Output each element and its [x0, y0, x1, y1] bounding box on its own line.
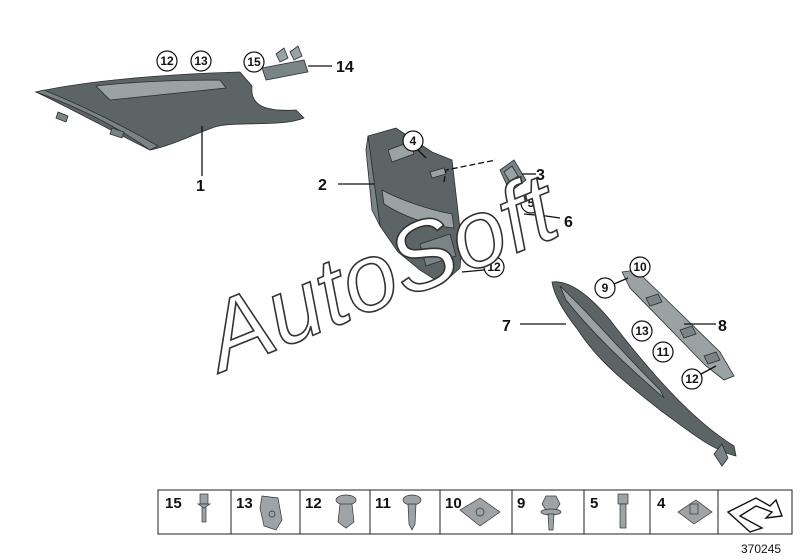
leader-12-mid	[461, 269, 485, 273]
spring-clip-icon	[259, 495, 283, 531]
callout-2: 2	[318, 177, 327, 194]
callout-circle-9	[594, 277, 616, 299]
leader-9	[613, 277, 629, 285]
part-8-bracket-rail	[621, 269, 735, 381]
callout-circle-10	[629, 256, 651, 278]
callout-circle-13-mid	[631, 320, 653, 342]
legend-label-10: 10	[445, 495, 462, 512]
callout-15: 15	[247, 55, 261, 69]
callout-10-diagram: 10	[633, 260, 647, 274]
part-3-cover-cap	[499, 159, 527, 193]
callout-11-diagram: 11	[657, 345, 670, 359]
callout-circle-5	[520, 192, 542, 214]
leader-12-low	[700, 365, 717, 375]
legend-label-9: 9	[517, 495, 525, 512]
callout-12-top: 12	[160, 54, 174, 68]
callout-circle-12-mid	[483, 256, 505, 278]
legend-label-13: 13	[236, 495, 253, 512]
expanding-rivet-icon	[335, 494, 357, 529]
arrow-symbol-icon	[726, 497, 783, 533]
callout-5-diagram: 5	[528, 196, 535, 210]
callout-circle-13	[190, 50, 212, 72]
callout-13-mid: 13	[635, 324, 649, 338]
callout-13-top: 13	[194, 54, 208, 68]
hardware-legend: 15 13 12 11 10 9 5 4	[157, 489, 793, 535]
nut-plate-icon	[459, 497, 501, 527]
callout-14: 14	[336, 59, 354, 76]
legend-label-4: 4	[657, 495, 666, 512]
callout-8: 8	[718, 318, 727, 335]
screw-icon	[402, 494, 422, 531]
clip-nut-icon	[677, 499, 713, 525]
callout-7: 7	[502, 318, 511, 335]
callout-1: 1	[196, 178, 205, 195]
legend-label-15: 15	[165, 495, 182, 512]
callout-6: 6	[564, 214, 573, 231]
legend-label-5: 5	[590, 495, 598, 512]
callout-circle-4	[402, 130, 424, 152]
leader-6	[523, 213, 561, 219]
callout-circle-12-low	[681, 368, 703, 390]
hex-screw-icon	[540, 495, 562, 531]
bolt-icon	[617, 493, 629, 529]
legend-label-11: 11	[375, 495, 391, 512]
callout-3: 3	[536, 167, 545, 184]
callout-12-mid: 12	[487, 260, 501, 274]
part-14-clip-bracket	[261, 45, 309, 81]
part-1-upper-trim	[34, 71, 305, 151]
part-7-lower-trim	[551, 281, 737, 467]
callout-circle-11	[652, 341, 674, 363]
legend-cell-15	[157, 489, 232, 535]
callout-circle-15	[243, 51, 265, 73]
legend-label-12: 12	[305, 495, 322, 512]
reference-number: 370245	[741, 542, 781, 556]
callout-4-diagram: 4	[410, 134, 417, 148]
leader-dashed-3	[443, 159, 497, 183]
callout-9-diagram: 9	[602, 281, 609, 295]
legend-cell-5	[583, 489, 651, 535]
callout-circle-12	[156, 50, 178, 72]
rivet-icon	[196, 493, 212, 523]
leader-4	[417, 149, 427, 159]
callout-12-low: 12	[685, 372, 699, 386]
